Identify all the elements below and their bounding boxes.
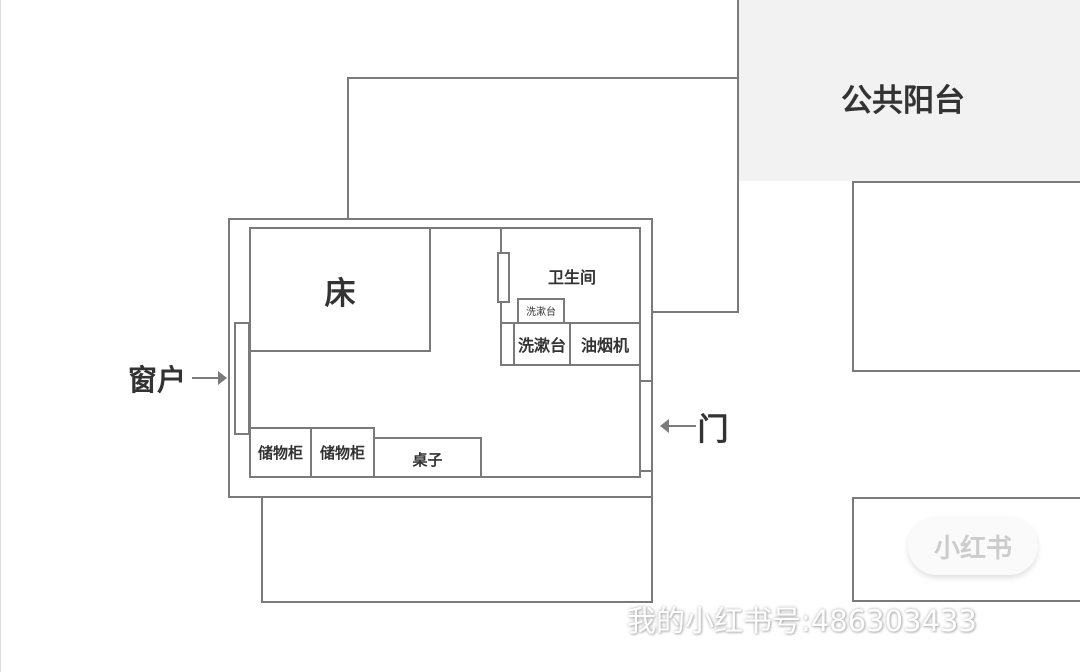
door-arrow-line [668, 425, 696, 427]
range-hood-label: 油烟机 [580, 336, 629, 355]
range-hood [569, 322, 641, 366]
xiaohongshu-logo: 小红书 [908, 517, 1038, 575]
window [234, 322, 250, 435]
desk [373, 437, 482, 478]
neighbor-room-bottom [261, 496, 653, 603]
wall [651, 311, 739, 313]
door-label: 门 [697, 411, 729, 448]
door-arrow-icon [660, 419, 669, 433]
bathroom-label: 卫生间 [547, 268, 596, 287]
bed [249, 227, 431, 352]
room-outer-wall [228, 218, 653, 498]
washbasin-small-label: 洗漱台 [526, 306, 556, 318]
bed-label: 床 [324, 275, 356, 312]
entrance-door [639, 380, 653, 472]
public-balcony [738, 0, 1080, 181]
washbasin-label: 洗漱台 [517, 336, 566, 355]
watermark-text: 我的小红书号:486303433 [627, 604, 977, 638]
window-arrow-icon [218, 371, 227, 385]
desk-label: 桌子 [412, 450, 443, 469]
neighbor-room [852, 497, 1080, 602]
wall [347, 77, 349, 219]
window-arrow-line [192, 377, 220, 379]
storage-cabinet-2-label: 储物柜 [319, 443, 365, 462]
left-edge-line [0, 0, 1, 672]
storage-cabinet-1-label: 储物柜 [257, 443, 303, 462]
balcony-label: 公共阳台 [841, 82, 965, 119]
neighbor-room [852, 181, 1080, 372]
bathroom-door [497, 252, 510, 303]
window-label: 窗户 [127, 363, 186, 397]
wall [737, 0, 739, 313]
wall [348, 77, 739, 79]
